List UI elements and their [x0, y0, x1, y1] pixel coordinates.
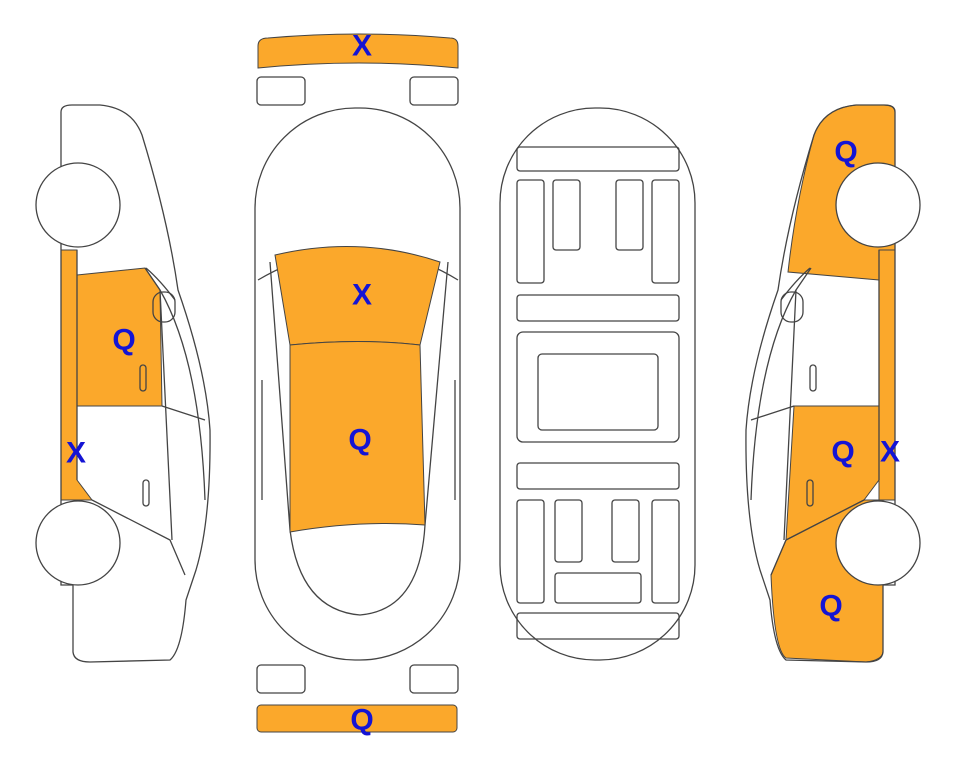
roof[interactable] [289, 341, 426, 533]
mark-roof: Q [348, 424, 371, 457]
left-body-outline [60, 104, 211, 663]
mark-right-rocker: X [880, 436, 900, 469]
mark-left-front-door: Q [112, 324, 135, 357]
rear-bumper[interactable] [256, 704, 458, 733]
mark-right-rear-quarter: Q [819, 590, 842, 623]
right-side-view: Q Q X Q [745, 104, 921, 663]
left-mirror [152, 291, 176, 323]
right-rear-handle [806, 479, 814, 507]
left-front-handle [139, 364, 147, 392]
front-right-light [409, 76, 459, 106]
mark-windshield: X [352, 279, 372, 312]
underbody-outline [499, 107, 696, 661]
right-front-wheel [835, 162, 921, 248]
right-door-lines [750, 250, 880, 576]
mark-left-rocker: X [66, 437, 86, 470]
left-front-wheel [35, 162, 121, 248]
mark-right-front-fender: Q [834, 136, 857, 169]
mark-rear-bumper: Q [350, 704, 373, 737]
front-left-light [256, 76, 306, 106]
left-rear-handle [142, 479, 150, 507]
mark-right-rear-door: Q [831, 436, 854, 469]
rear-right-light [409, 664, 459, 694]
mark-front-bumper: X [352, 30, 372, 63]
top-view: X X Q Q [254, 30, 461, 737]
underbody-view [499, 107, 696, 661]
underbody-panels [516, 146, 680, 640]
right-mirror [780, 291, 804, 323]
rear-left-light [256, 664, 306, 694]
left-side-view: Q X [35, 104, 211, 663]
right-body-outline [745, 104, 896, 663]
left-rear-wheel [35, 500, 121, 586]
front-bumper[interactable] [257, 33, 459, 69]
right-rear-wheel [835, 500, 921, 586]
left-door-lines [76, 250, 206, 576]
right-front-handle [809, 364, 817, 392]
top-body-outline [254, 107, 461, 661]
